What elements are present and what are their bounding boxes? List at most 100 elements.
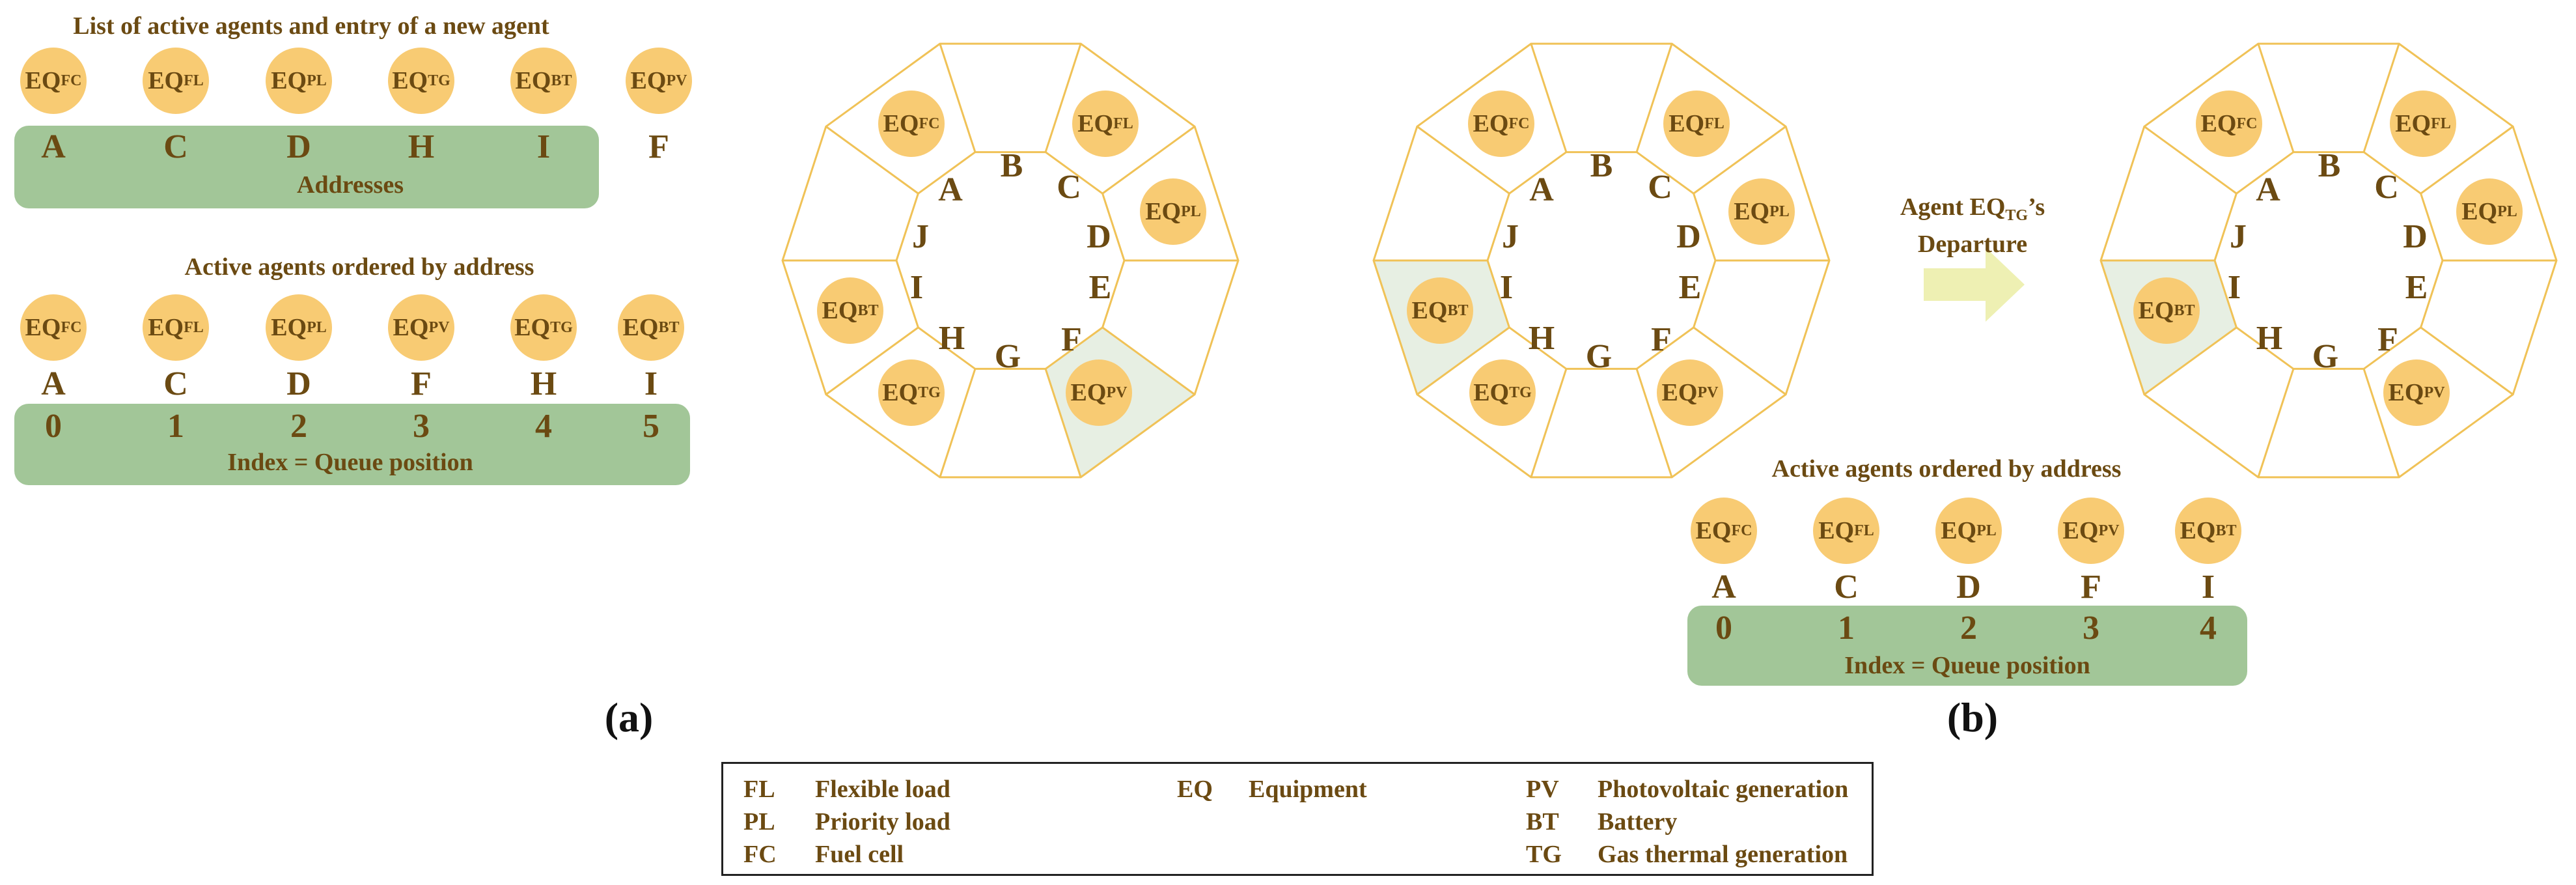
ring-letter: H xyxy=(1528,320,1555,357)
ring-spoke xyxy=(2362,43,2400,153)
legend-abbr: FC xyxy=(743,841,777,868)
legend-text: Equipment xyxy=(1249,776,1367,803)
address-letter: F xyxy=(411,365,432,402)
ring-spoke xyxy=(1101,326,1196,395)
addresses-label: Addresses xyxy=(297,171,404,199)
ring-letter: F xyxy=(1651,321,1672,358)
ring-spoke xyxy=(1530,43,1568,153)
queue-index: 2 xyxy=(290,408,307,445)
legend-abbr: BT xyxy=(1526,808,1559,836)
ring-spoke xyxy=(2257,368,2295,478)
index-label-b: Index = Queue position xyxy=(1844,652,2090,679)
ring-spoke xyxy=(2143,326,2237,395)
address-ring-3 xyxy=(2099,42,2558,479)
entry-list-title: List of active agents and entry of a new… xyxy=(73,12,549,40)
address-letter: D xyxy=(286,128,311,165)
ring-letter: D xyxy=(2403,218,2428,255)
ordered-title-b: Active agents ordered by address xyxy=(1771,455,2122,483)
ring-letter: A xyxy=(1529,171,1554,208)
address-letter: D xyxy=(1956,569,1981,606)
address-letter: D xyxy=(286,365,311,402)
address-letter: C xyxy=(1834,569,1859,606)
legend-abbr: FL xyxy=(743,776,775,803)
address-letter: A xyxy=(41,365,66,402)
legend-text: Priority load xyxy=(815,808,950,836)
ring-spoke xyxy=(2420,126,2514,195)
ring-letter: C xyxy=(2374,169,2399,206)
legend-text: Photovoltaic generation xyxy=(1598,776,1849,803)
ring-spoke xyxy=(1416,326,1510,395)
ring-spoke xyxy=(1416,126,1510,195)
queue-index: 0 xyxy=(1715,610,1732,647)
ring-letter: C xyxy=(1057,169,1081,206)
ordered-title-a: Active agents ordered by address xyxy=(184,253,534,281)
address-ring-2 xyxy=(1372,42,1831,479)
ring-letter: J xyxy=(2230,218,2247,255)
ring-letter: D xyxy=(1087,218,1111,255)
ring-spoke xyxy=(1530,368,1568,478)
ring-letter: G xyxy=(2312,338,2339,375)
ring-letter: B xyxy=(1000,147,1023,184)
ring-letter: I xyxy=(1499,269,1514,306)
address-letter: C xyxy=(163,128,188,165)
ring-spoke xyxy=(2143,126,2237,195)
queue-index: 1 xyxy=(1838,610,1855,647)
legend-box xyxy=(721,762,1874,876)
queue-index: 3 xyxy=(413,408,430,445)
ring-letter: G xyxy=(994,338,1021,375)
ring-letter: C xyxy=(1648,169,1672,206)
legend-text: Battery xyxy=(1598,808,1678,836)
ring-letter: D xyxy=(1676,218,1701,255)
ring-spoke xyxy=(825,126,919,195)
ring-letter: J xyxy=(912,218,929,255)
legend-text: Fuel cell xyxy=(815,841,904,868)
address-letter: H xyxy=(408,128,435,165)
ring-letter: E xyxy=(1088,269,1112,306)
addresses-bar xyxy=(14,126,599,208)
ring-letter: F xyxy=(2377,321,2398,358)
index-label-a: Index = Queue position xyxy=(227,449,473,476)
panel-label-b: (b) xyxy=(1946,694,1999,740)
ring-spoke xyxy=(1101,126,1196,195)
legend-text: Flexible load xyxy=(815,776,950,803)
address-letter: F xyxy=(648,128,669,165)
ring-spoke xyxy=(2257,43,2295,153)
legend-text: Gas thermal generation xyxy=(1598,841,1848,868)
queue-index: 2 xyxy=(1960,610,1977,647)
address-letter: I xyxy=(2201,569,2215,606)
panel-label-a: (a) xyxy=(604,694,654,740)
ring-letter: A xyxy=(938,171,963,208)
queue-index: 3 xyxy=(2083,610,2099,647)
departure-label: Agent EQTG’s Departure xyxy=(1900,193,2045,258)
address-letter: F xyxy=(2081,569,2101,606)
departure-arrow-icon xyxy=(1924,247,2025,322)
ring-letter: H xyxy=(938,320,965,357)
ring-spoke xyxy=(825,326,919,395)
ring-letter: H xyxy=(2256,320,2283,357)
index-bar-a xyxy=(14,404,690,485)
ring-spoke xyxy=(2362,368,2400,478)
address-letter: H xyxy=(530,365,557,402)
